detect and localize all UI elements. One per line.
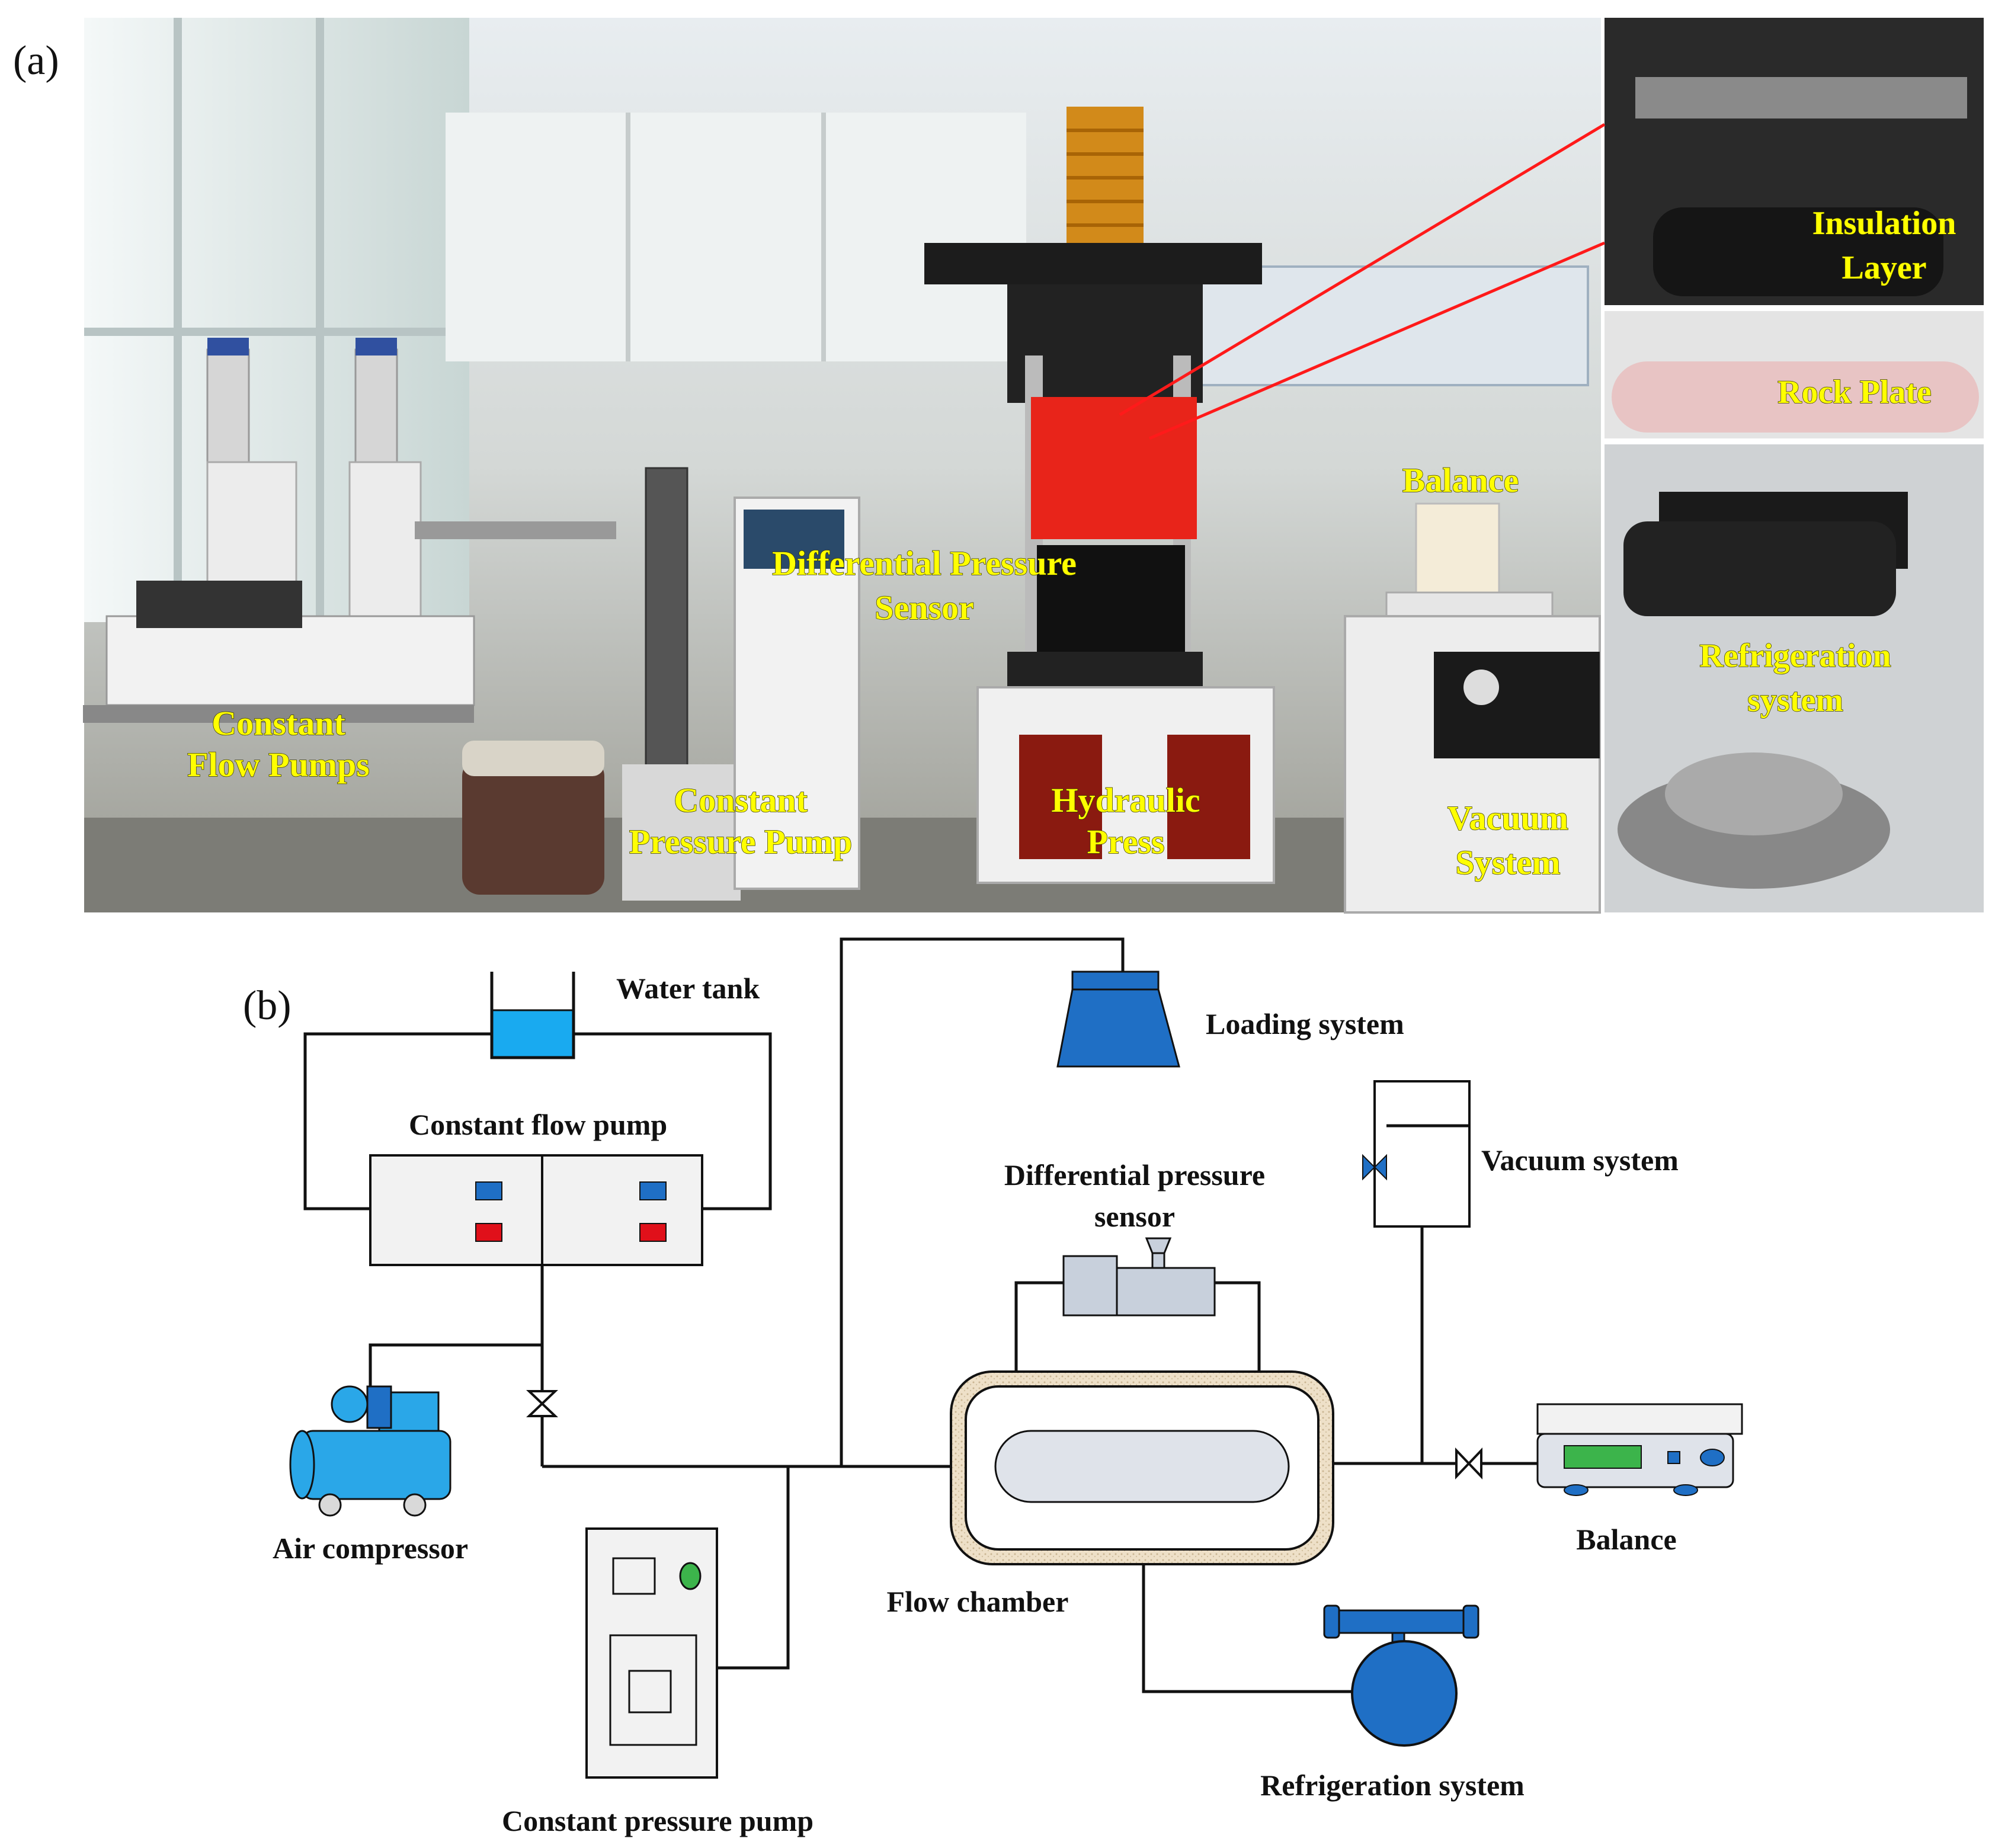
indicator-blue-right	[639, 1181, 667, 1200]
valve-icon	[526, 1390, 558, 1417]
red-chamber	[1031, 397, 1197, 539]
label-refrigeration-system: Refrigeration system	[1260, 1769, 1525, 1802]
constant-pressure-pump	[585, 1527, 718, 1779]
label-hydraulic-press-line2: Press	[1087, 822, 1164, 861]
hydraulic-press-equipment	[924, 107, 1275, 884]
loading-system	[1056, 971, 1180, 1068]
label-air-compressor: Air compressor	[273, 1532, 468, 1565]
balance-display	[1564, 1445, 1642, 1469]
indicator-red-left	[475, 1223, 502, 1242]
valve-icon	[1455, 1447, 1482, 1479]
label-insulation-layer-line1: Insulation	[1812, 205, 1956, 242]
pipe-network	[303, 937, 1541, 1693]
water-tank	[490, 972, 575, 1059]
air-compressor	[289, 1385, 451, 1517]
lab-photo	[83, 18, 1601, 914]
panel-a-letter: (a)	[13, 38, 59, 84]
label-loading-system: Loading system	[1206, 1007, 1404, 1040]
label-balance: Balance	[1576, 1523, 1676, 1556]
label-differential-pressure-sensor-line1: Differential Pressure	[772, 544, 1077, 582]
label-vacuum-system-line1: Vacuum	[1447, 799, 1568, 837]
indicator-blue-left	[475, 1181, 502, 1200]
label-constant-pressure-pump-line2: Pressure Pump	[629, 822, 852, 861]
label-rock-plate: Rock Plate	[1778, 374, 1932, 411]
label-differential-pressure-sensor-line2: Sensor	[875, 588, 974, 627]
constant-pressure-pump-equipment	[622, 467, 860, 901]
label-refrigeration-system-line2: system	[1747, 682, 1843, 719]
label-hydraulic-press-line1: Hydraulic	[1051, 781, 1200, 819]
label-constant-flow-pump: Constant flow pump	[409, 1108, 667, 1141]
refrigeration-unit	[1323, 1604, 1479, 1747]
label-constant-flow-pumps-line2: Flow Pumps	[187, 745, 370, 784]
photo-labels: Constant Flow Pumps Differential Pressur…	[187, 204, 1956, 882]
label-constant-pressure-pump-line1: Constant	[674, 781, 808, 819]
indicator-red-right	[639, 1223, 667, 1242]
label-vacuum-system-line2: System	[1455, 843, 1560, 882]
panel-a: (a)	[13, 18, 1984, 914]
constant-flow-pump	[369, 1154, 703, 1266]
differential-pressure-sensor	[1062, 1237, 1216, 1317]
label-constant-flow-pumps-line1: Constant	[212, 704, 345, 742]
flow-chamber	[950, 1370, 1334, 1565]
label-vacuum-system: Vacuum system	[1481, 1144, 1679, 1177]
label-refrigeration-system-line1: Refrigeration	[1699, 638, 1891, 674]
label-differential-pressure-sensor-line1: Differential pressure	[1004, 1158, 1265, 1192]
label-differential-pressure-sensor-line2: sensor	[1094, 1200, 1175, 1233]
connector-lines	[1119, 123, 1606, 440]
diagram-labels: Water tank Constant flow pump Loading sy…	[273, 972, 1679, 1837]
label-balance: Balance	[1402, 461, 1519, 499]
label-constant-pressure-pump: Constant pressure pump	[502, 1804, 814, 1837]
label-flow-chamber: Flow chamber	[887, 1585, 1069, 1618]
panel-b: (b)	[243, 937, 1743, 1837]
label-water-tank: Water tank	[616, 972, 760, 1005]
inset-photos	[1605, 18, 1984, 912]
label-insulation-layer-line2: Layer	[1842, 249, 1926, 286]
vacuum-system	[1362, 1080, 1471, 1228]
constant-flow-pumps-equipment	[83, 338, 475, 723]
panel-b-letter: (b)	[243, 983, 292, 1029]
balance-and-vacuum-equipment	[1344, 502, 1601, 914]
balance-device	[1536, 1403, 1743, 1496]
